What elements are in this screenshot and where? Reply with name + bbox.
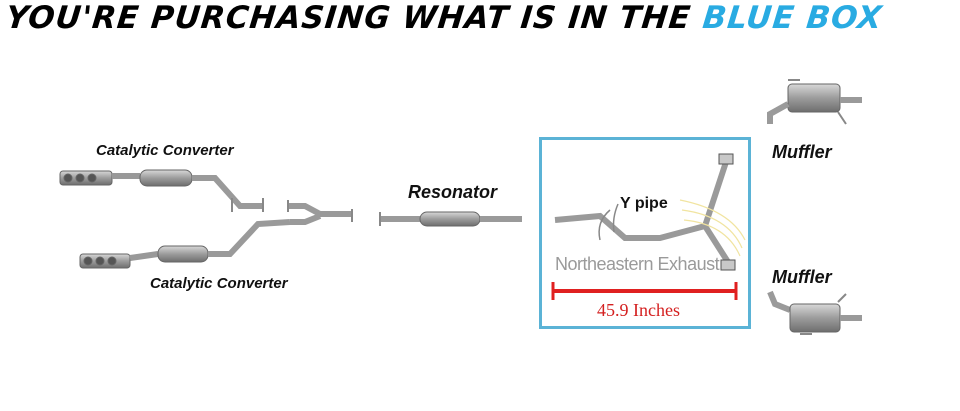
measurement-label: 45.9 Inches (597, 300, 680, 320)
catalytic-converter-lower (79, 219, 291, 269)
muffler-lower (767, 290, 862, 335)
resonator (379, 211, 522, 227)
catalytic-converter-label-lower: Catalytic Converter (150, 275, 288, 292)
muffler-upper (767, 79, 862, 125)
measurement-bar (551, 282, 738, 300)
catalytic-converter-label-upper: Catalytic Converter (96, 142, 234, 159)
muffler-label-lower: Muffler (772, 267, 832, 287)
watermark: Northeastern Exhaust (555, 254, 720, 274)
rear-y-pipe (554, 153, 746, 271)
y-pipe-label: Y pipe (620, 195, 668, 212)
blue-box (539, 137, 751, 329)
muffler-label-upper: Muffler (772, 142, 832, 162)
catalytic-converter-upper (59, 169, 264, 212)
resonator-label: Resonator (408, 182, 498, 202)
front-y-pipe (287, 200, 353, 225)
